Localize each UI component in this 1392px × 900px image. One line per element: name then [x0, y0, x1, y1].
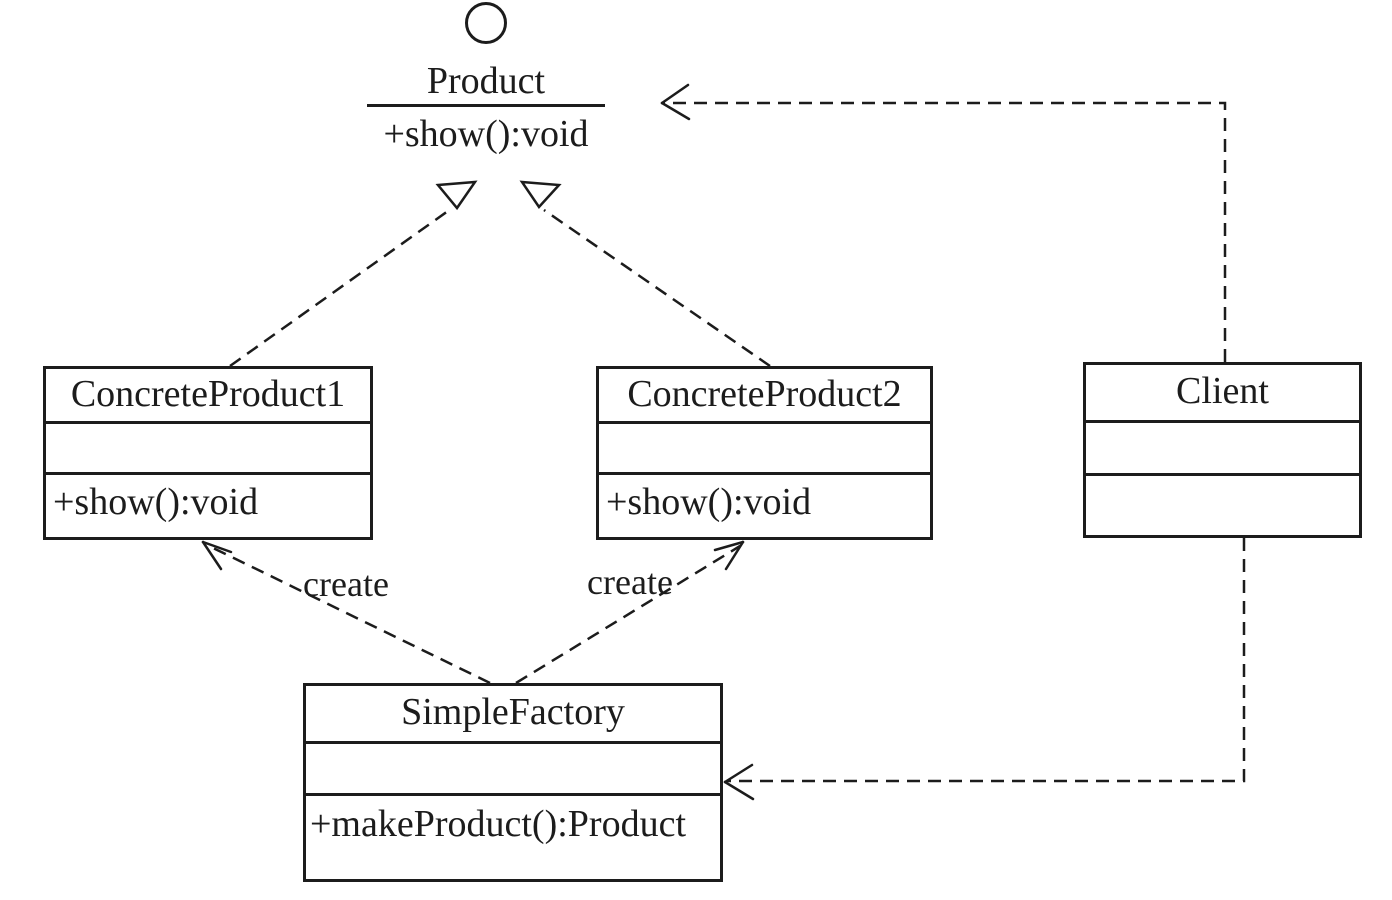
create-arrow-simplefactory-concreteproduct1 [201, 540, 491, 685]
class-box-simplefactory: SimpleFactory +makeProduct():Product [303, 683, 723, 882]
open-arrowhead-icon [660, 83, 691, 121]
dependency-arrow-client-product [660, 83, 1227, 362]
dependency-arrow-client-simplefactory [723, 538, 1246, 801]
class-attributes-section [599, 421, 930, 472]
class-name: ConcreteProduct1 [70, 373, 346, 415]
realization-arrow-concreteproduct2-product [519, 180, 771, 368]
edge-label-create-left: create [303, 564, 389, 604]
class-methods-section: +show():void [599, 472, 930, 540]
hollow-triangle-arrowhead-icon [519, 180, 562, 210]
open-arrowhead-icon [713, 540, 745, 571]
class-methods-section: +makeProduct():Product [306, 793, 720, 882]
class-name: ConcreteProduct2 [627, 373, 902, 415]
class-methods-section: +show():void [46, 472, 370, 540]
class-attributes-section [46, 421, 370, 472]
class-methods-section [1086, 473, 1359, 538]
class-name: SimpleFactory [401, 691, 625, 733]
open-arrowhead-icon [723, 763, 755, 801]
open-arrowhead-icon [201, 540, 233, 571]
interface-name: Product [367, 60, 605, 107]
interface-lollipop-icon [465, 2, 507, 44]
hollow-triangle-arrowhead-icon [435, 180, 478, 211]
class-attributes-section [306, 741, 720, 793]
realization-arrow-concreteproduct1-product [229, 180, 478, 368]
edge-label-create-right: create [587, 562, 673, 602]
class-name: Client [1176, 370, 1269, 412]
class-attributes-section [1086, 420, 1359, 473]
class-box-concreteproduct2: ConcreteProduct2 +show():void [596, 366, 933, 540]
interface-method: +show():void [383, 113, 589, 155]
class-box-concreteproduct1: ConcreteProduct1 +show():void [43, 366, 373, 540]
create-arrow-simplefactory-concreteproduct2 [515, 540, 745, 685]
class-box-client: Client [1083, 362, 1362, 538]
